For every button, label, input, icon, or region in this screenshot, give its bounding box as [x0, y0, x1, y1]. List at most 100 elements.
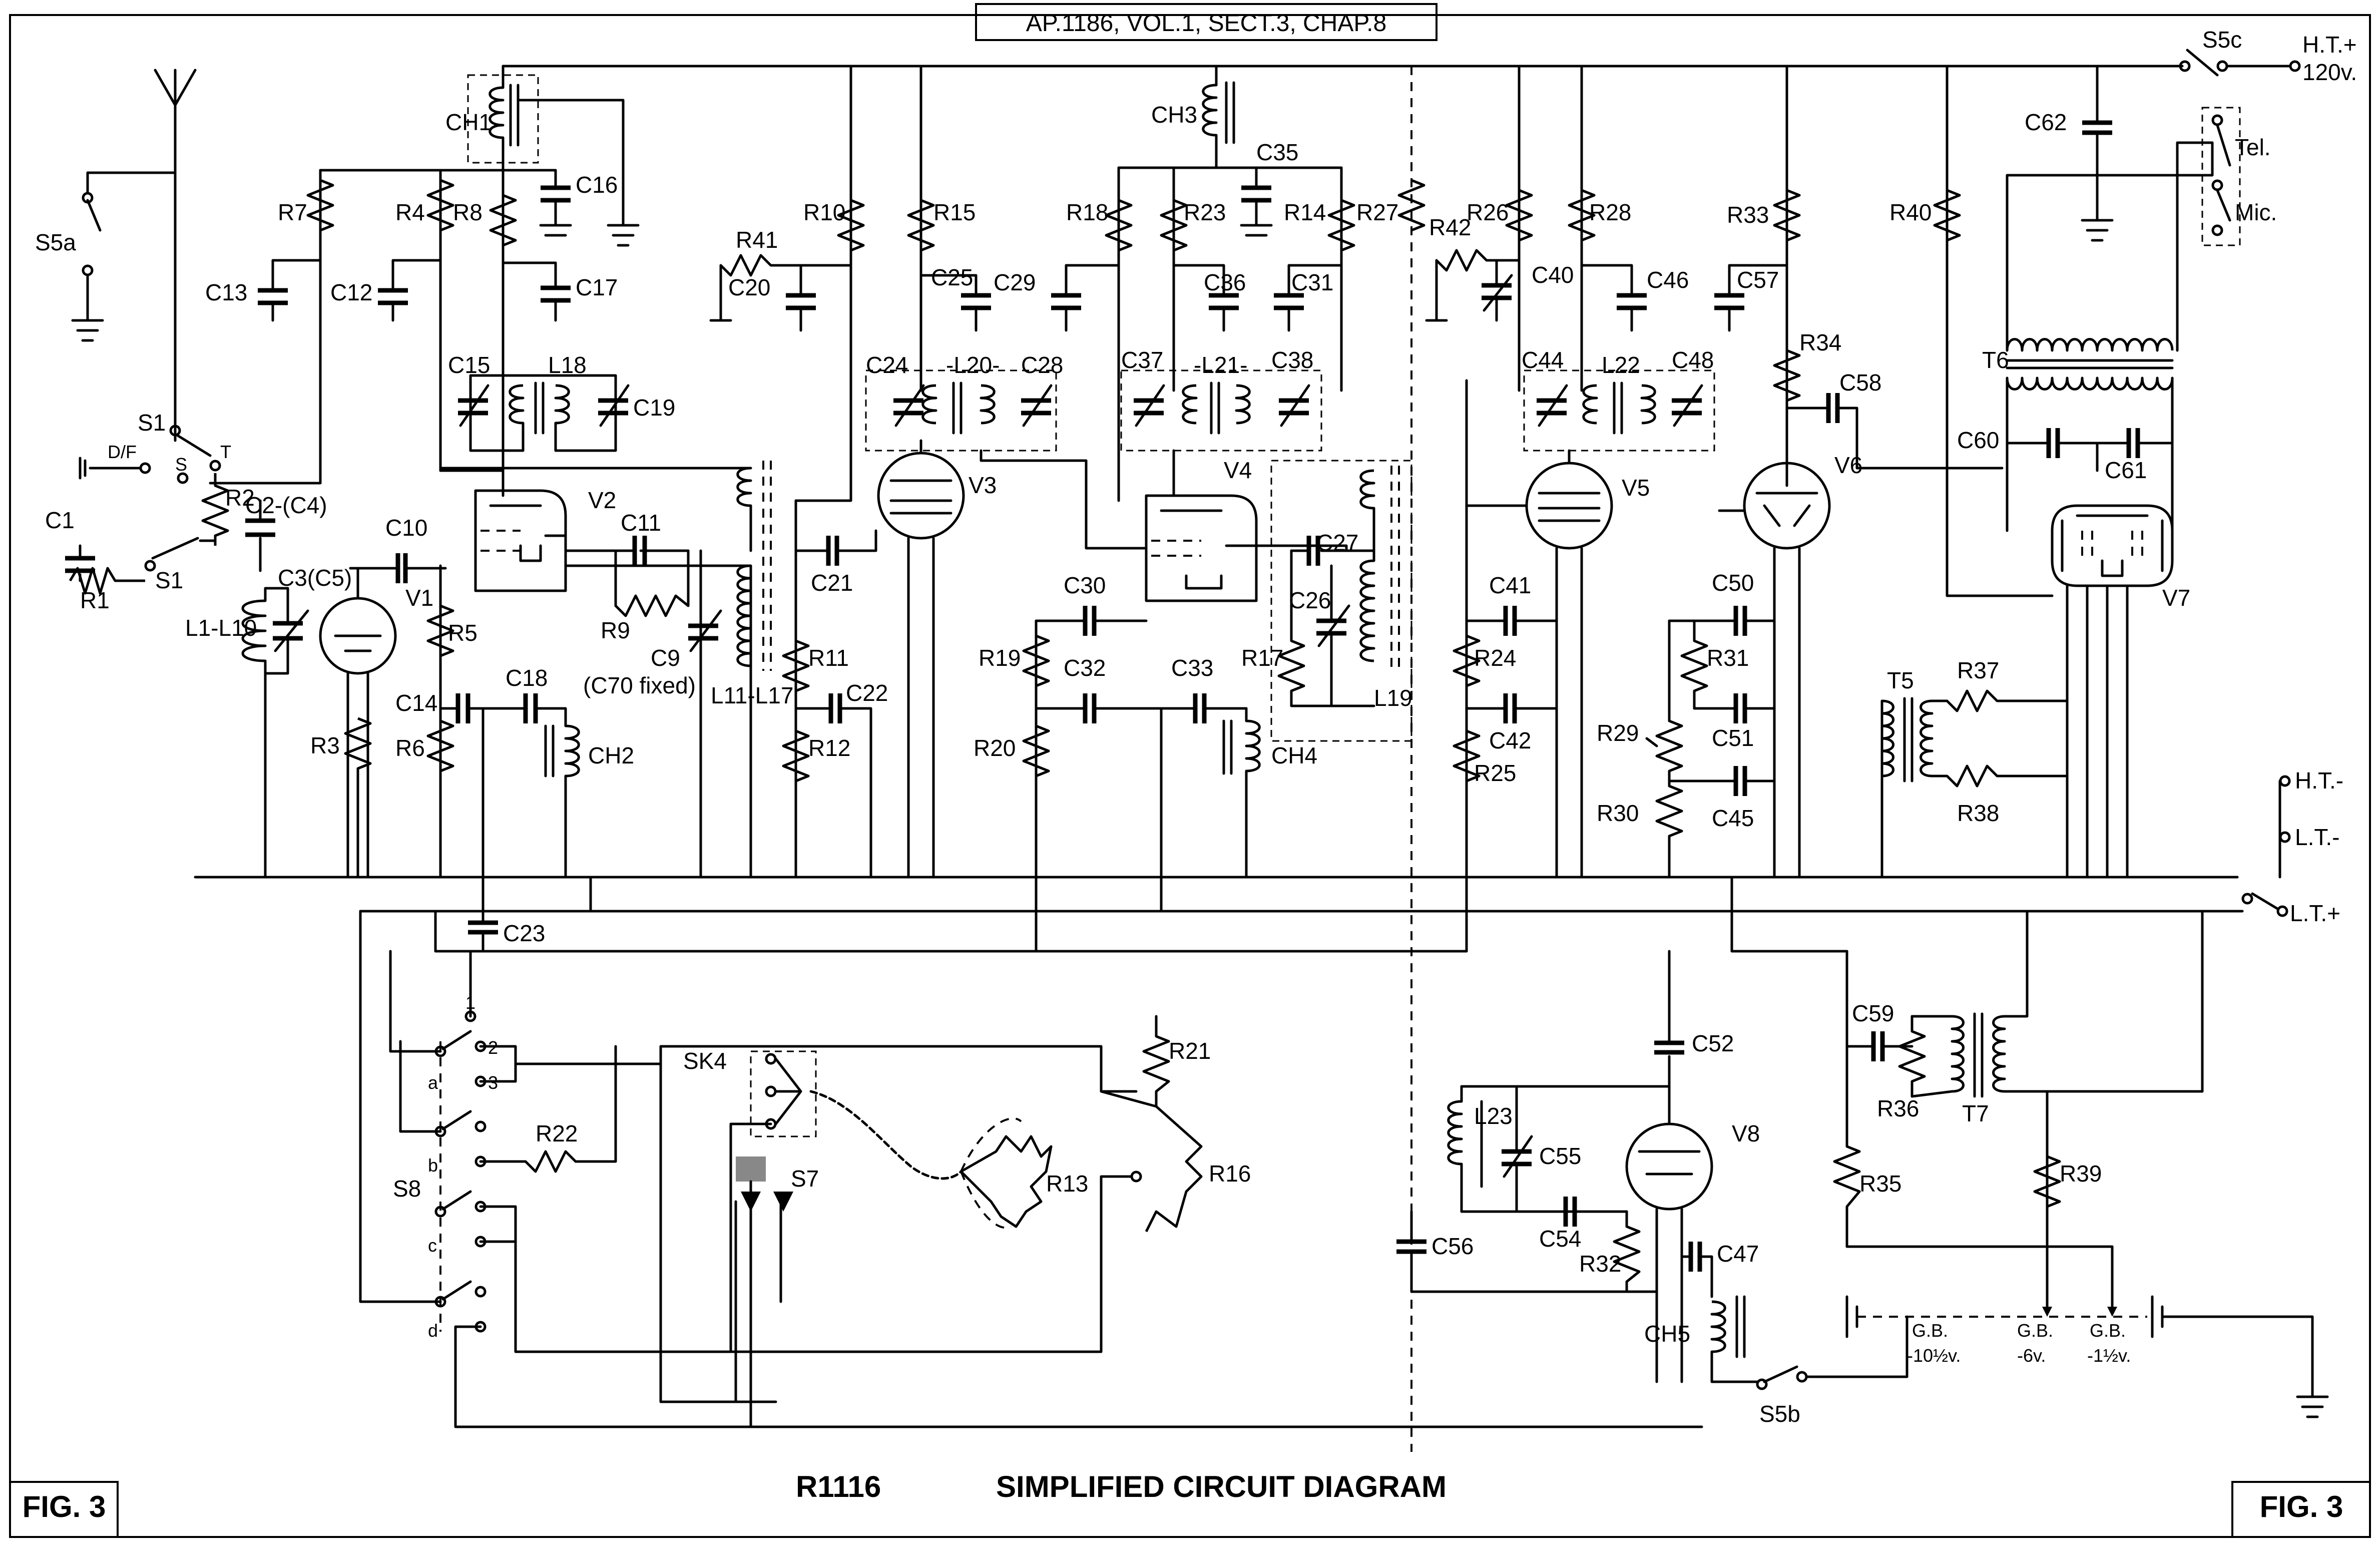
- l11-l17-coil: [439, 461, 772, 879]
- ch5-label: CH5: [1644, 1321, 1690, 1347]
- r9-label: R9: [601, 617, 630, 643]
- r5-label: R5: [448, 620, 478, 646]
- c12-label: C12: [330, 279, 372, 305]
- r22-label: R22: [536, 1120, 578, 1146]
- ch5-choke: [1710, 1295, 1758, 1383]
- s1-switch-bottom: [144, 537, 217, 572]
- c15-label: C15: [448, 352, 490, 378]
- c45-capacitor: [1668, 766, 1776, 796]
- footer-title: SIMPLIFIED CIRCUIT DIAGRAM: [996, 1470, 1447, 1503]
- c62-capacitor: [2006, 65, 2214, 272]
- c16-capacitor: [539, 169, 572, 237]
- r13-label: R13: [1046, 1171, 1088, 1197]
- s5a-switch: [71, 171, 177, 342]
- r1-label: R1: [80, 587, 110, 613]
- l23-coil: [1447, 1085, 1671, 1213]
- r3-label: R3: [310, 732, 340, 758]
- c18-capacitor: [482, 693, 567, 727]
- r21-resistor: [1142, 1015, 1170, 1108]
- v3-v4-link: [980, 449, 1148, 550]
- ch3-label: CH3: [1151, 102, 1197, 128]
- r13-potentiometer: [960, 1117, 1053, 1229]
- r24-resistor: [1453, 504, 1481, 953]
- c16-label: C16: [576, 172, 618, 198]
- ht-minus-label: H.T.-: [2295, 767, 2343, 794]
- l20-if-transformer: [865, 369, 1057, 452]
- r33-resistor: [1773, 65, 1801, 322]
- c3-variable-capacitor: [264, 587, 309, 879]
- r29-resistor: [1645, 619, 1683, 772]
- c30-capacitor: [1035, 606, 1148, 636]
- df-label: D/F: [108, 442, 137, 462]
- c23-label: C23: [503, 920, 545, 946]
- mic-label: Mic.: [2235, 199, 2277, 225]
- c3-label: C3(C5): [278, 565, 352, 591]
- c10-label: C10: [385, 515, 427, 541]
- c21-capacitor: [794, 529, 877, 566]
- c40-capacitor: [1482, 259, 1513, 322]
- c33-label: C33: [1171, 655, 1213, 681]
- c50-capacitor: [1668, 606, 1776, 636]
- bias-bus: [434, 910, 1468, 953]
- c9-label: C9: [651, 645, 680, 671]
- c56-label: C56: [1432, 1233, 1474, 1259]
- r30-label: R30: [1597, 800, 1639, 826]
- r12-label: R12: [808, 735, 850, 761]
- c20-capacitor: [786, 264, 816, 332]
- c25-capacitor: [919, 274, 991, 332]
- c11-label: C11: [621, 510, 661, 536]
- l20-label: -L20-: [946, 352, 1000, 378]
- r37-label: R37: [1957, 657, 1999, 683]
- r24-label: R24: [1474, 645, 1516, 671]
- c15-variable-capacitor: [458, 384, 490, 427]
- c47-capacitor: [1680, 1242, 1713, 1298]
- ch4-label: CH4: [1271, 742, 1317, 768]
- v5-valve: [1465, 379, 1613, 879]
- ht-minus-terminal: [2278, 775, 2291, 879]
- c51-capacitor: [1693, 693, 1776, 723]
- c60-label: C60: [1957, 427, 1999, 453]
- v6-valve: [1718, 462, 1831, 879]
- c25-label: C25: [931, 264, 973, 290]
- r26-label: R26: [1467, 199, 1509, 225]
- r37-resistor: [1931, 689, 2069, 712]
- s8-pos-d: d: [428, 1320, 438, 1341]
- v8-label: V8: [1732, 1120, 1760, 1146]
- r41-resistor: [709, 254, 852, 322]
- sk4-label: SK4: [683, 1048, 727, 1074]
- c13-capacitor: [258, 259, 322, 322]
- ch1-choke: [467, 65, 640, 247]
- c37-label: C37: [1121, 347, 1163, 373]
- c48-label: C48: [1672, 347, 1714, 373]
- s5c-switch: [2179, 49, 2301, 77]
- r14-label: R14: [1284, 199, 1326, 225]
- c55-label: C55: [1539, 1143, 1581, 1169]
- r38-resistor: [1931, 764, 2069, 788]
- r26-resistor: [1505, 65, 1533, 392]
- c42-label: C42: [1489, 727, 1531, 753]
- r31-resistor: [1680, 619, 1708, 710]
- c36-capacitor: [1172, 264, 1239, 332]
- footer-model: R1116: [796, 1470, 881, 1503]
- c45-label: C45: [1712, 805, 1754, 831]
- lt-feed-left: [359, 910, 442, 1303]
- c26-label: C26: [1289, 587, 1331, 613]
- r17-label: R17: [1241, 645, 1283, 671]
- c14-label: C14: [395, 690, 437, 716]
- c46-label: C46: [1647, 267, 1689, 293]
- s5a-label: S5a: [35, 229, 76, 255]
- c18-label: C18: [506, 665, 548, 691]
- r11-label: R11: [808, 645, 849, 671]
- s7-label: S7: [791, 1166, 819, 1192]
- v3-label: V3: [969, 472, 997, 498]
- c2-capacitor: [245, 499, 275, 572]
- c54-capacitor: [1515, 1197, 1628, 1227]
- r8-label: R8: [453, 199, 483, 225]
- c2-label: C2-(C4): [245, 492, 327, 518]
- r33-label: R33: [1727, 202, 1769, 228]
- c20-label: C20: [728, 274, 770, 300]
- r35-label: R35: [1859, 1171, 1901, 1197]
- v2-label: V2: [588, 487, 616, 513]
- c35-capacitor: [1117, 166, 1343, 237]
- c10-capacitor: [349, 553, 447, 583]
